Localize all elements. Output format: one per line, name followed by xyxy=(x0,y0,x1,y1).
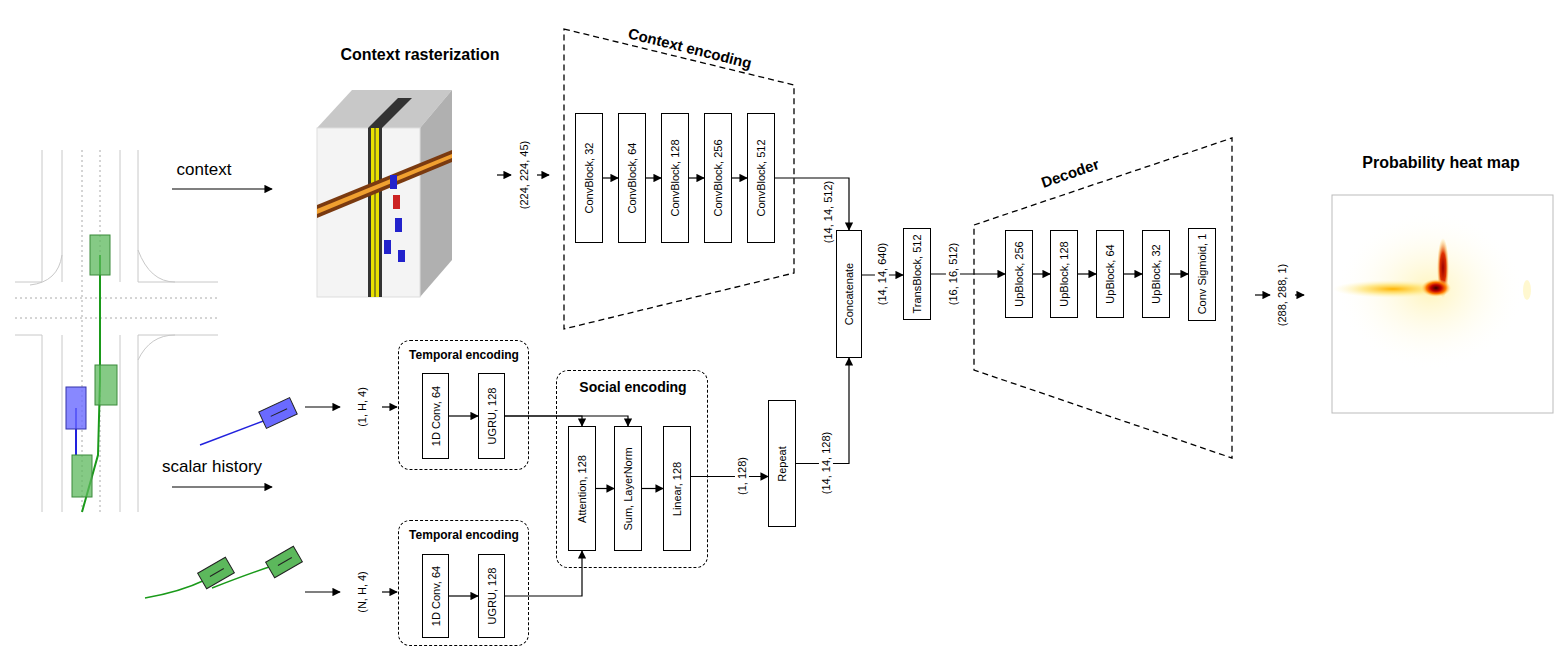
dimension-label: (14, 14, 128) xyxy=(819,430,833,496)
block-label: Concatenate xyxy=(843,263,855,325)
group-heading: Social encoding xyxy=(579,379,686,395)
block-label: Sum, LayerNorm xyxy=(622,447,634,530)
conv-block: ConvBlock, 32 xyxy=(575,113,603,243)
dimension-label: (16, 16, 512) xyxy=(946,241,960,307)
ugru-block: UGRU, 128 xyxy=(478,373,505,459)
decoder-region: DecoderUpBlock, 256UpBlock, 128UpBlock, … xyxy=(973,137,1233,459)
temporal-group: Temporal encoding 1D Conv, 64 UGRU, 128 xyxy=(398,520,529,646)
sum-norm-block: Sum, LayerNorm xyxy=(614,426,642,551)
ugru-block: UGRU, 128 xyxy=(478,554,505,638)
linear-block: Linear, 128 xyxy=(663,426,691,551)
block-label: UpBlock, 64 xyxy=(1104,244,1116,303)
connector-arrow xyxy=(449,595,478,596)
conv-sigmoid-block: Conv Sigmoid, 1 xyxy=(1188,228,1216,321)
block-label: ConvBlock, 32 xyxy=(583,143,595,214)
group-heading: Temporal encoding xyxy=(409,348,519,362)
block-label: Conv Sigmoid, 1 xyxy=(1196,234,1208,315)
dimension-label: (1, 128) xyxy=(735,455,749,497)
social-group: Social encodingAttention, 128 Sum, LayerN… xyxy=(556,370,708,568)
up-block: UpBlock, 64 xyxy=(1096,230,1124,318)
up-block: UpBlock, 128 xyxy=(1050,230,1078,318)
connector-arrow xyxy=(1170,273,1188,274)
dimension-label: (288, 288, 1) xyxy=(1275,262,1289,328)
connector-arrow xyxy=(505,416,582,426)
encoder-region: Context encodingConvBlock, 32ConvBlock, … xyxy=(563,28,795,330)
block-label: UGRU, 128 xyxy=(486,388,498,445)
block-label: ConvBlock, 64 xyxy=(626,143,638,214)
connector-arrow xyxy=(646,177,661,178)
block-label: UpBlock, 32 xyxy=(1150,244,1162,303)
block-label: UpBlock, 256 xyxy=(1013,241,1025,306)
dimension-label: (N, H, 4) xyxy=(355,569,369,615)
connector-arrow xyxy=(505,416,628,426)
dimension-label: (14, 14, 512) xyxy=(821,179,835,245)
input-label: context xyxy=(175,160,234,181)
connector-arrow xyxy=(505,551,582,596)
trans-block: TransBlock, 512 xyxy=(903,228,931,320)
dimension-label: (224, 224, 45) xyxy=(517,139,531,212)
attention-block: Attention, 128 xyxy=(568,426,596,551)
repeat-block: Repeat xyxy=(768,400,796,527)
conv-block: ConvBlock, 512 xyxy=(747,113,775,243)
block-label: ConvBlock, 128 xyxy=(669,139,681,216)
block-label: Linear, 128 xyxy=(671,461,683,515)
block-label: 1D Conv, 64 xyxy=(430,566,442,626)
block-label: ConvBlock, 256 xyxy=(712,139,724,216)
temporal-group: Temporal encoding 1D Conv, 64 UGRU, 128 xyxy=(398,340,529,470)
connector-arrow xyxy=(691,476,768,477)
connector-arrow xyxy=(775,178,849,230)
connector-arrow xyxy=(931,273,1005,274)
block-label: TransBlock, 512 xyxy=(911,234,923,313)
conv1d-block: 1D Conv, 64 xyxy=(422,554,449,638)
block-label: UGRU, 128 xyxy=(486,568,498,625)
block-label: 1D Conv, 64 xyxy=(430,386,442,446)
section-title: Context rasterization xyxy=(338,45,501,65)
up-block: UpBlock, 256 xyxy=(1005,230,1033,318)
block-label: Attention, 128 xyxy=(576,455,588,523)
block-label: UpBlock, 128 xyxy=(1058,241,1070,306)
connector-arrow xyxy=(603,177,618,178)
conv-block: ConvBlock, 256 xyxy=(704,113,732,243)
conv1d-block: 1D Conv, 64 xyxy=(422,373,449,459)
group-heading: Temporal encoding xyxy=(409,528,519,542)
group-heading: Context encoding xyxy=(626,24,753,71)
dimension-label: (14, 14, 640) xyxy=(875,241,889,307)
block-label: ConvBlock, 512 xyxy=(755,139,767,216)
connector-arrow xyxy=(1033,273,1050,274)
conv-block: ConvBlock, 64 xyxy=(618,113,646,243)
section-title: Probability heat map xyxy=(1360,153,1521,173)
dimension-label: (1, H, 4) xyxy=(355,385,369,429)
connector-arrow xyxy=(732,177,747,178)
connector-arrow xyxy=(449,415,478,416)
connector-arrow xyxy=(642,488,663,489)
up-block: UpBlock, 32 xyxy=(1142,230,1170,318)
input-label: scalar history xyxy=(160,457,264,478)
connector-arrow xyxy=(1124,273,1142,274)
conv-block: ConvBlock, 128 xyxy=(661,113,689,243)
connector-arrow xyxy=(596,488,614,489)
block-label: Repeat xyxy=(776,446,788,481)
connector-arrow xyxy=(689,177,704,178)
concat-box: Concatenate xyxy=(836,230,862,358)
connector-arrow xyxy=(1078,273,1096,274)
